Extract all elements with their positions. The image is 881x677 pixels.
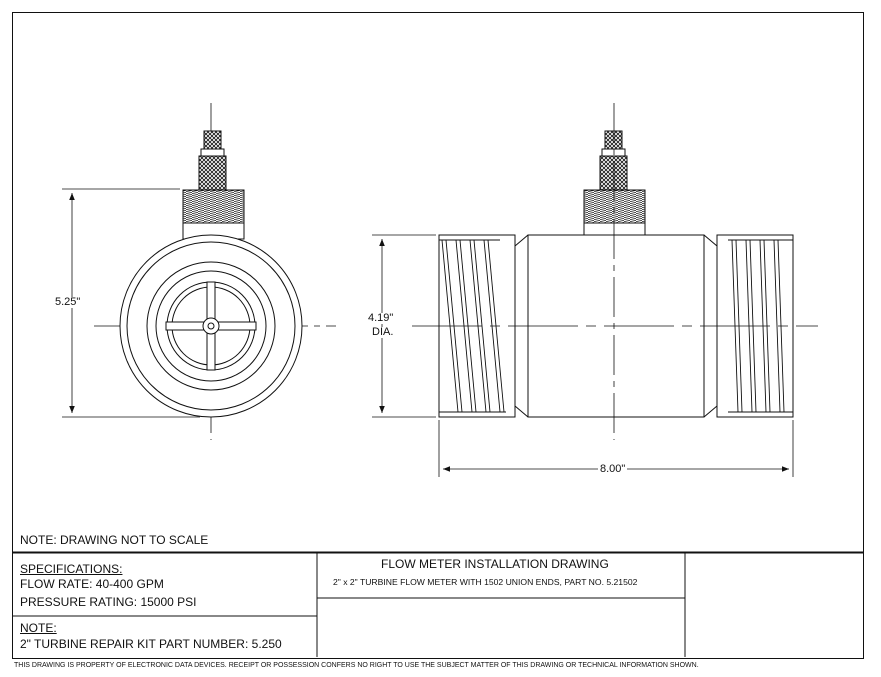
- front-rotor-cross: [165, 281, 257, 371]
- side-view-centerlines: [412, 103, 818, 440]
- side-view: [372, 103, 818, 477]
- specs-heading: SPECIFICATIONS:: [20, 562, 123, 576]
- diameter-dimension-label: 4.19": [366, 312, 396, 324]
- side-diameter-dimension: [372, 234, 436, 418]
- note-heading: NOTE:: [20, 621, 57, 635]
- length-dimension-label: 8.00": [598, 463, 628, 475]
- side-pickup-sensor: [583, 130, 646, 240]
- front-view: [62, 103, 336, 440]
- height-dimension-label: 5.25": [53, 296, 83, 308]
- sheet-border: [12, 12, 864, 659]
- spec-pressure-rating: PRESSURE RATING: 15000 PSI: [20, 595, 197, 609]
- repair-kit-note: 2" TURBINE REPAIR KIT PART NUMBER: 5.250: [20, 637, 282, 651]
- drawing-title: FLOW METER INSTALLATION DRAWING: [381, 557, 609, 571]
- spec-flow-rate: FLOW RATE: 40-400 GPM: [20, 577, 164, 591]
- drawing-subtitle: 2" x 2" TURBINE FLOW METER WITH 1502 UNI…: [333, 577, 638, 587]
- title-block: [13, 551, 863, 657]
- footer-disclaimer: THIS DRAWING IS PROPERTY OF ELECTRONIC D…: [14, 662, 699, 669]
- front-pickup-sensor: [198, 130, 227, 191]
- scale-note: NOTE: DRAWING NOT TO SCALE: [20, 533, 209, 547]
- diameter-unit-label: DIA.: [370, 326, 396, 338]
- front-threaded-boss: [182, 189, 245, 240]
